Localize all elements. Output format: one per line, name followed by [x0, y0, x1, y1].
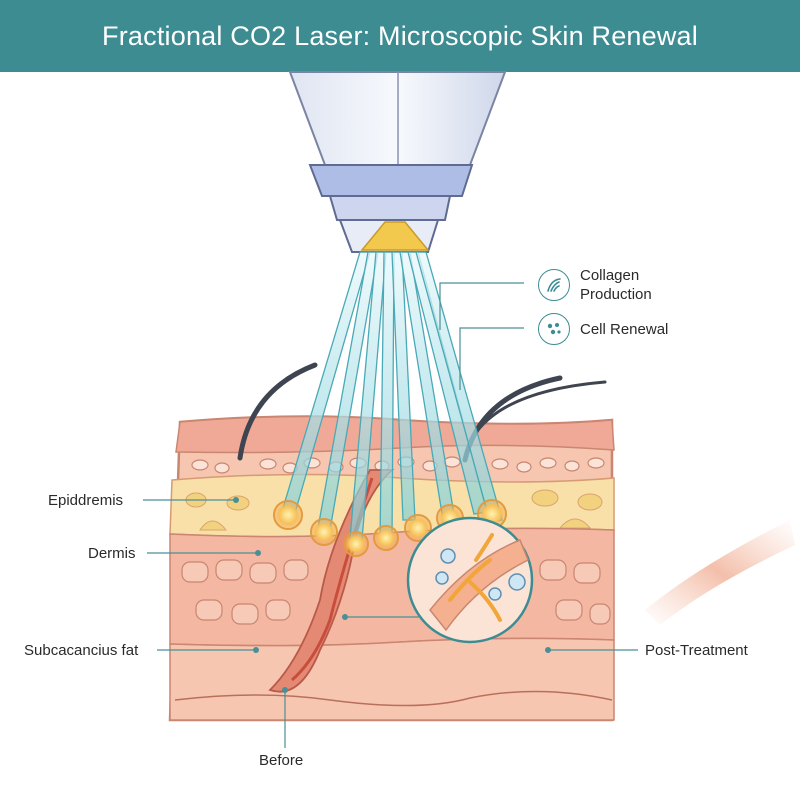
- hair-left: [237, 362, 318, 461]
- leader-lines: [143, 282, 638, 748]
- label-epidermis: Epiddremis: [48, 492, 124, 509]
- label-dermis: Dermis: [88, 545, 136, 562]
- legend-label: Production: [580, 286, 652, 303]
- post-treatment-skin-swatch: [645, 520, 795, 625]
- laser-handpiece: [288, 71, 507, 253]
- legend-cell-renewal: Cell Renewal: [538, 313, 668, 345]
- legend-label: Collagen: [580, 267, 640, 284]
- legend-label: Cell Renewal: [580, 320, 669, 338]
- collagen-icon: [538, 269, 570, 301]
- legend-collagen: Collagen Production: [538, 266, 652, 304]
- magnified-inset: [406, 516, 534, 644]
- label-post-treatment: Post-Treatment: [645, 642, 748, 659]
- label-before: Before: [259, 752, 304, 769]
- emitter-icon: [360, 221, 430, 251]
- page-title: Fractional CO2 Laser: Microscopic Skin R…: [102, 20, 698, 51]
- title-bar: Fractional CO2 Laser: Microscopic Skin R…: [0, 0, 800, 72]
- cell-renewal-icon: [538, 313, 570, 345]
- label-fat: Subcacancius fat: [24, 642, 139, 659]
